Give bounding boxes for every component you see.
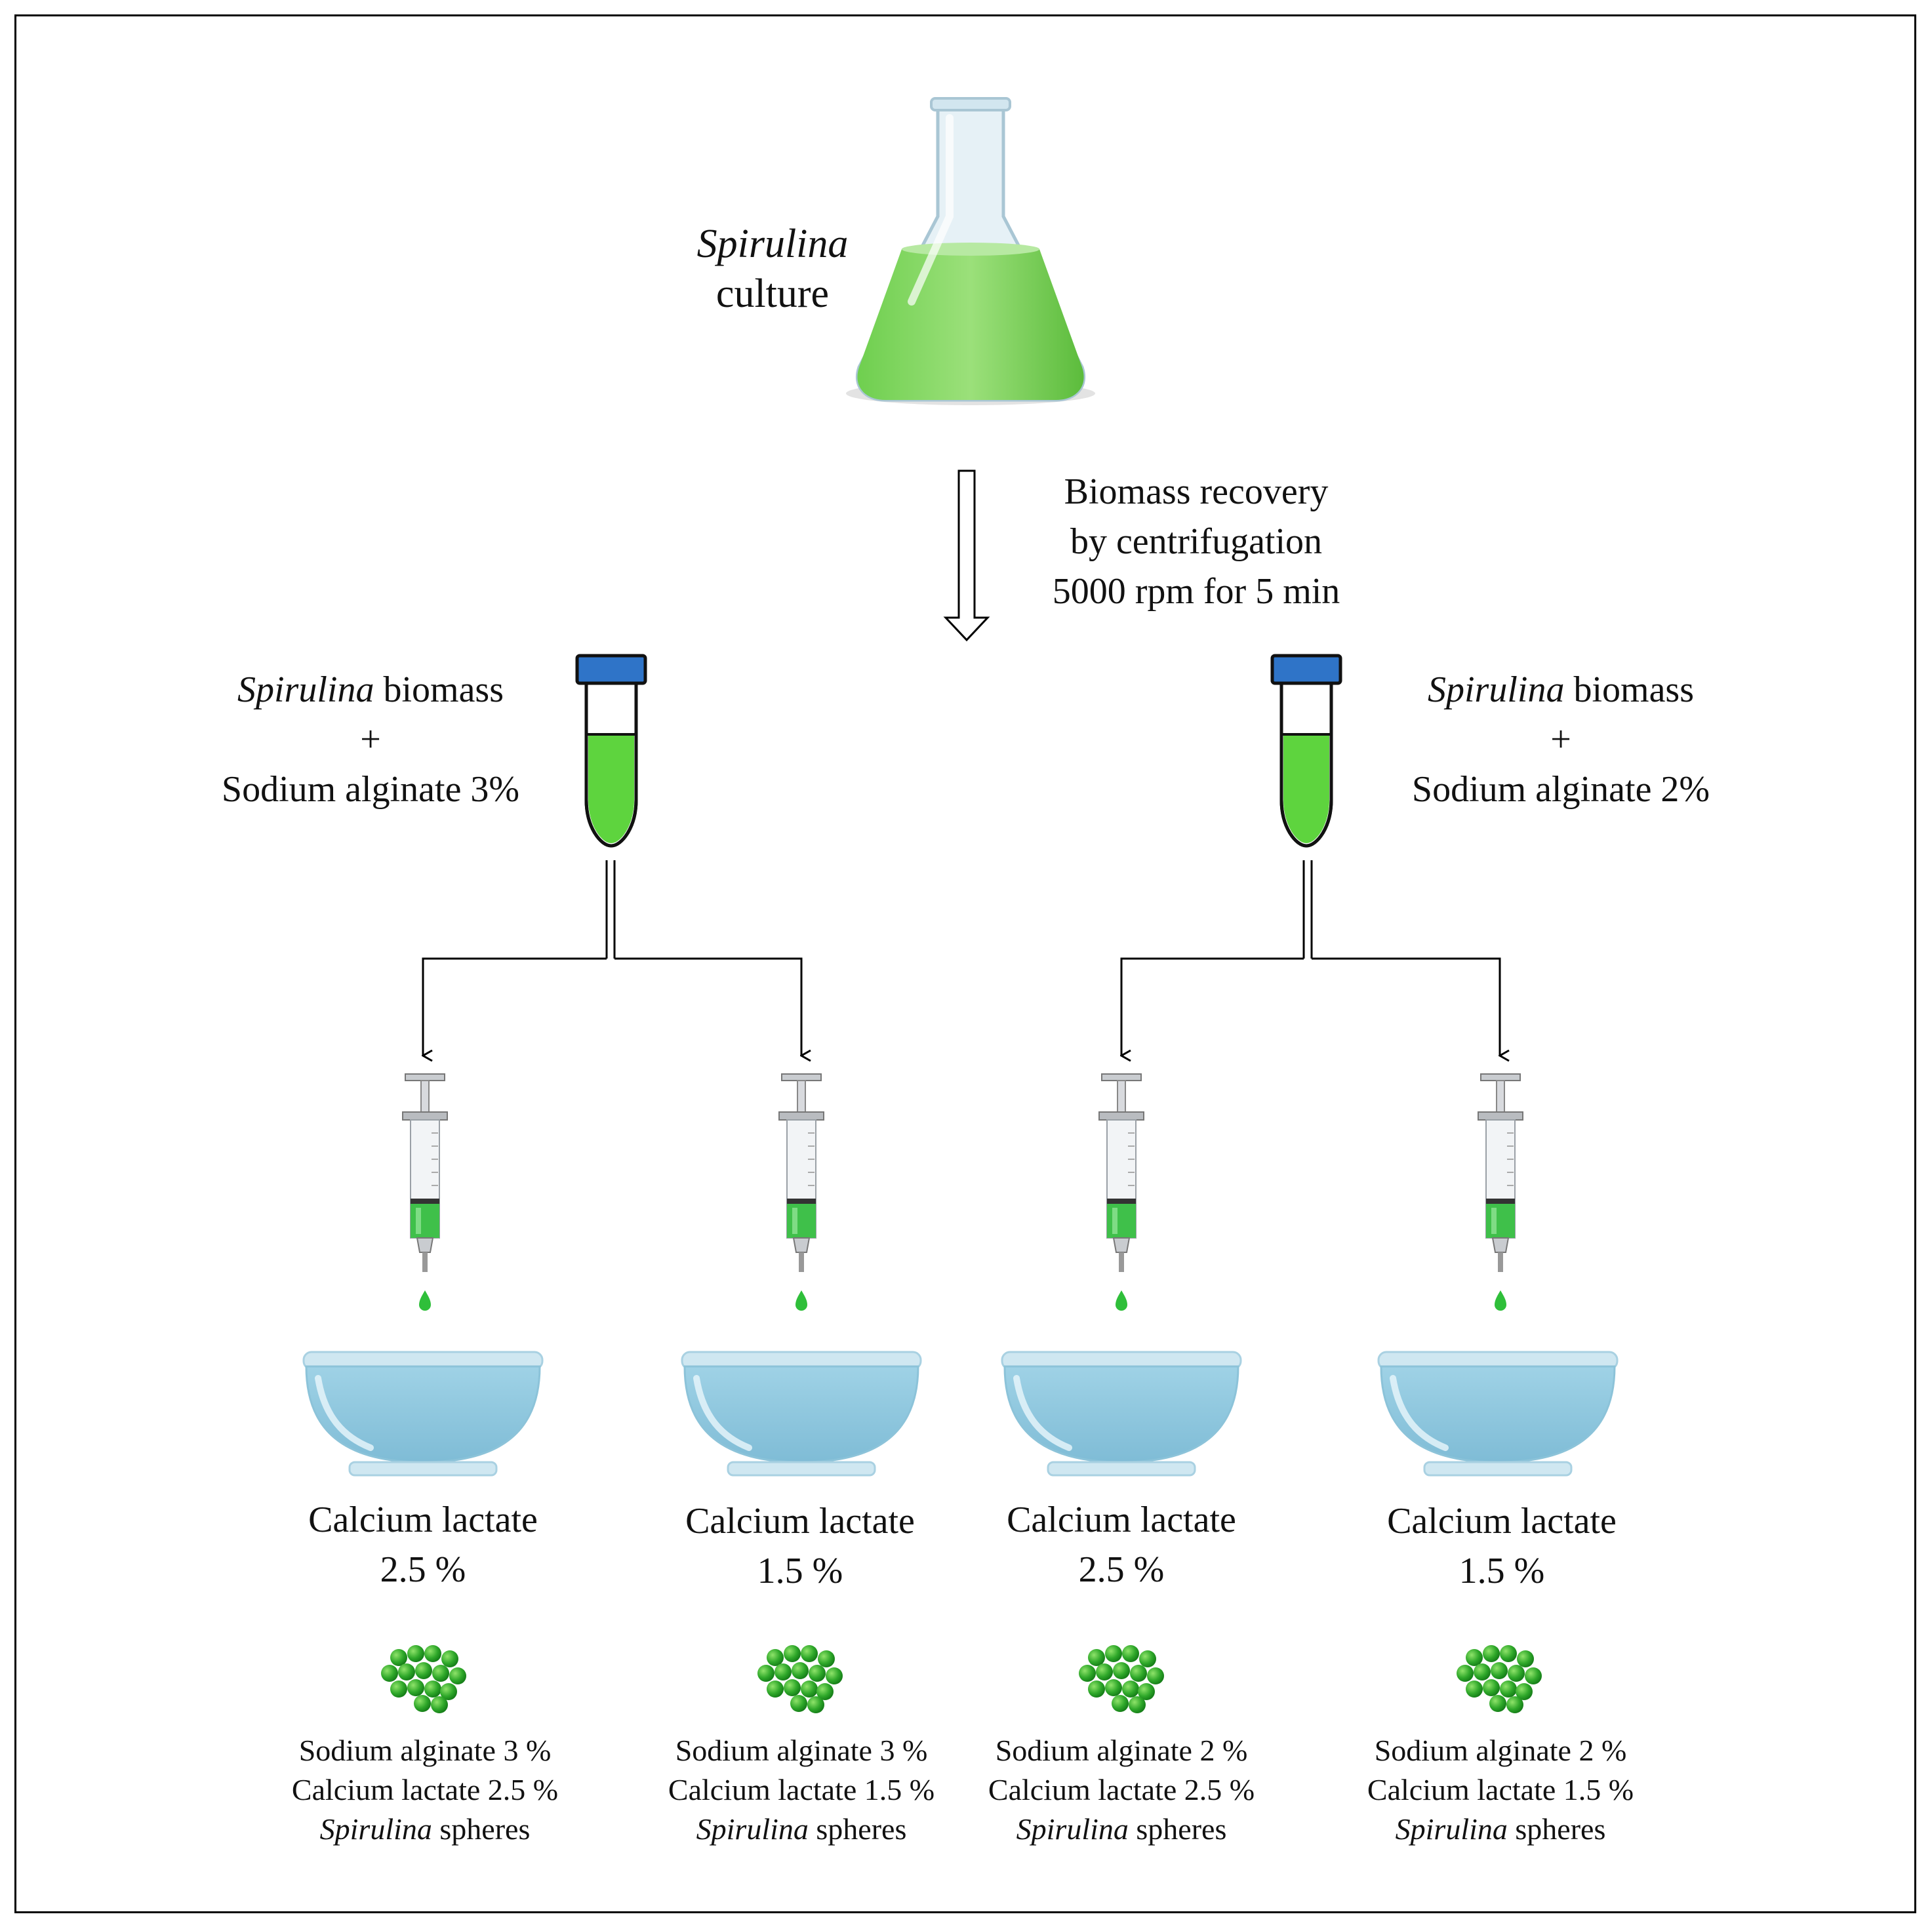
bath-label-1: Calcium lactate 2.5 % <box>308 1495 538 1595</box>
mix-left-species: Spirulina <box>237 669 374 710</box>
sphere-1-alginate: Sodium alginate 3 % <box>298 1734 552 1767</box>
sphere-1-suffix: spheres <box>439 1812 531 1846</box>
centrifugation-arrow <box>943 469 990 642</box>
culture-word: culture <box>715 271 830 316</box>
syringe-3 <box>1098 1073 1144 1311</box>
sphere-3-suffix: spheres <box>1136 1812 1227 1846</box>
bath-1-name: Calcium lactate <box>308 1500 538 1540</box>
sphere-label-4: Sodium alginate 2 % Calcium lactate 1.5 … <box>1367 1731 1634 1849</box>
recovery-line-1: Biomass recovery <box>1064 471 1329 512</box>
bath-2-conc: 1.5 % <box>757 1551 843 1591</box>
culture-label: Spirulina culture <box>697 219 849 319</box>
sphere-label-1: Sodium alginate 3 % Calcium lactate 2.5 … <box>292 1731 558 1849</box>
spheres-cluster-3 <box>1079 1645 1164 1713</box>
mix-right-species: Spirulina <box>1427 669 1565 710</box>
bath-bowl-4 <box>1379 1352 1617 1475</box>
sphere-2-lactate: Calcium lactate 1.5 % <box>668 1773 935 1806</box>
sphere-4-suffix: spheres <box>1515 1812 1606 1846</box>
mix-left-plus: + <box>360 719 381 760</box>
sphere-4-lactate: Calcium lactate 1.5 % <box>1367 1773 1634 1806</box>
branch-connector-right <box>1121 860 1500 1056</box>
bath-3-conc: 2.5 % <box>1078 1549 1165 1590</box>
sphere-4-species: Spirulina <box>1395 1812 1508 1846</box>
recovery-line-2: by centrifugation <box>1070 521 1323 562</box>
sphere-label-3: Sodium alginate 2 % Calcium lactate 2.5 … <box>988 1731 1255 1849</box>
sphere-2-species: Spirulina <box>696 1812 809 1846</box>
sphere-3-species: Spirulina <box>1016 1812 1129 1846</box>
bath-4-conc: 1.5 % <box>1459 1551 1545 1591</box>
syringe-2 <box>778 1073 824 1311</box>
bath-label-4: Calcium lactate 1.5 % <box>1387 1496 1617 1596</box>
mix-right-plus: + <box>1550 719 1571 760</box>
bath-label-3: Calcium lactate 2.5 % <box>1007 1495 1236 1595</box>
mix-label-right: Spirulina biomass + Sodium alginate 2% <box>1412 665 1710 814</box>
bath-bowl-2 <box>682 1352 921 1475</box>
spheres-cluster-2 <box>757 1645 843 1713</box>
bath-bowl-3 <box>1002 1352 1241 1475</box>
bath-1-conc: 2.5 % <box>380 1549 466 1590</box>
mix-left-biomass: biomass <box>383 669 504 710</box>
sphere-3-lactate: Calcium lactate 2.5 % <box>988 1773 1255 1806</box>
bath-2-name: Calcium lactate <box>685 1501 915 1541</box>
biomass-tube-left <box>577 656 645 846</box>
bath-bowl-1 <box>304 1352 542 1475</box>
recovery-line-3: 5000 rpm for 5 min <box>1052 571 1340 612</box>
culture-species: Spirulina <box>696 222 849 266</box>
sphere-1-species: Spirulina <box>319 1812 432 1846</box>
branch-connector-left <box>423 860 801 1056</box>
spheres-cluster-1 <box>381 1645 466 1713</box>
bath-label-2: Calcium lactate 1.5 % <box>685 1496 915 1596</box>
sphere-3-alginate: Sodium alginate 2 % <box>995 1734 1248 1767</box>
sphere-4-alginate: Sodium alginate 2 % <box>1374 1734 1627 1767</box>
sphere-label-2: Sodium alginate 3 % Calcium lactate 1.5 … <box>668 1731 935 1849</box>
mix-left-alginate: Sodium alginate 3% <box>221 769 520 810</box>
recovery-label: Biomass recovery by centrifugation 5000 … <box>1053 467 1340 616</box>
sphere-2-suffix: spheres <box>816 1812 907 1846</box>
syringe-4 <box>1478 1073 1523 1311</box>
culture-flask <box>846 97 1095 405</box>
figure-frame <box>14 14 1916 1913</box>
syringe-1 <box>402 1073 448 1311</box>
sphere-2-alginate: Sodium alginate 3 % <box>675 1734 928 1767</box>
sphere-1-lactate: Calcium lactate 2.5 % <box>291 1773 559 1806</box>
mix-label-left: Spirulina biomass + Sodium alginate 3% <box>222 665 519 814</box>
spheres-cluster-4 <box>1457 1645 1542 1713</box>
mix-right-alginate: Sodium alginate 2% <box>1411 769 1710 810</box>
bath-3-name: Calcium lactate <box>1007 1500 1236 1540</box>
mix-right-biomass: biomass <box>1573 669 1695 710</box>
bath-4-name: Calcium lactate <box>1387 1501 1617 1541</box>
biomass-tube-right <box>1272 656 1340 846</box>
